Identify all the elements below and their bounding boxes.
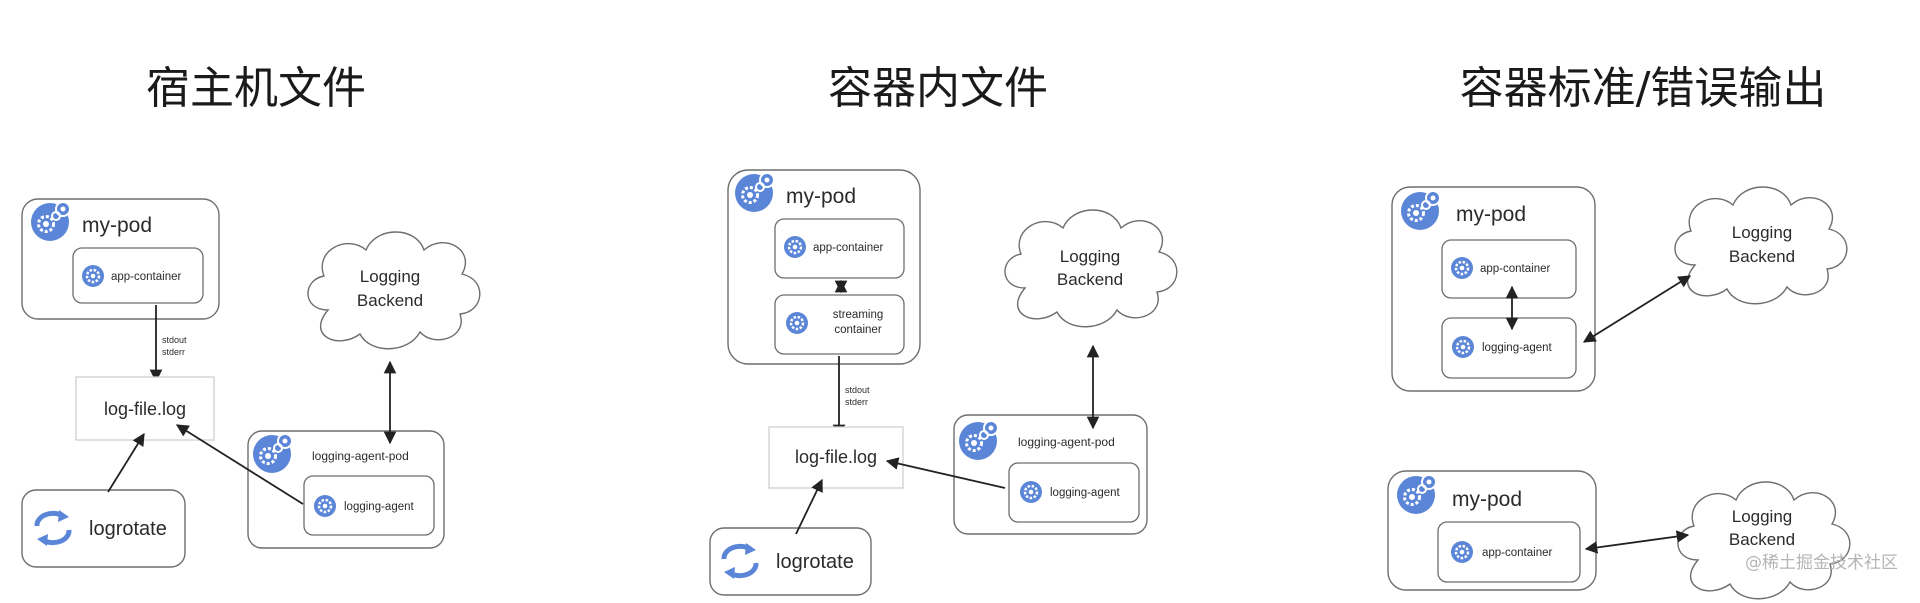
backend-label-line1: Logging xyxy=(1060,247,1121,266)
title-container-stdout: 容器标准/错误输出 xyxy=(1459,63,1827,114)
panel-host-file: my-pod app-container stdout stderr log-f… xyxy=(21,198,481,568)
stdout-label: stdout xyxy=(162,335,187,345)
my-pod-label: my-pod xyxy=(1456,203,1526,226)
logging-agent-pod-label: logging-agent-pod xyxy=(1018,435,1115,449)
title-host-file: 宿主机文件 xyxy=(146,63,366,114)
container-gear-icon xyxy=(1449,255,1475,281)
logrotate-box xyxy=(709,527,872,596)
backend-label-line1: Logging xyxy=(1732,507,1793,526)
backend-label-line2: Backend xyxy=(1729,530,1795,549)
cloud-icon xyxy=(1674,186,1848,305)
logrotate-box xyxy=(21,489,186,568)
app-container-label: app-container xyxy=(111,271,181,283)
app-container-box xyxy=(774,218,905,279)
streaming-label-line1: streaming xyxy=(833,309,884,321)
logrotate-label: logrotate xyxy=(89,518,167,540)
app-container-box xyxy=(1437,521,1581,583)
streaming-label-line2: container xyxy=(834,324,881,336)
panel-container-file: my-pod app-container streaming container… xyxy=(709,169,1178,596)
container-gear-icon xyxy=(80,263,106,289)
backend-label-line2: Backend xyxy=(1057,270,1123,289)
app-container-label: app-container xyxy=(813,242,883,254)
my-pod-label: my-pod xyxy=(82,214,152,237)
container-gear-icon xyxy=(1018,479,1044,505)
logrotate-arrow xyxy=(107,432,145,493)
agent-read-arrow xyxy=(885,457,1006,489)
backend-label-line1: Logging xyxy=(1732,223,1793,242)
backend-label-line2: Backend xyxy=(1729,247,1795,266)
agent-backend-arrow xyxy=(1582,275,1692,343)
app-container-label: app-container xyxy=(1480,263,1550,275)
log-file-label: log-file.log xyxy=(795,447,877,467)
stdout-label: stdout xyxy=(845,385,870,395)
log-file-box xyxy=(75,376,215,441)
agent-read-arrow xyxy=(175,424,304,505)
app-container-label: app-container xyxy=(1482,547,1552,559)
stderr-label: stderr xyxy=(845,397,868,407)
streaming-container-box xyxy=(774,294,905,355)
watermark: @稀土掘金技术社区 xyxy=(1745,553,1898,573)
logging-agent-label: logging-agent xyxy=(344,501,415,513)
my-pod-label: my-pod xyxy=(786,185,856,208)
logrotate-arrow xyxy=(795,478,823,535)
logging-agent-box xyxy=(303,475,435,536)
app-backend-arrow xyxy=(1584,530,1690,554)
title-container-file: 容器内文件 xyxy=(828,63,1048,114)
container-gear-icon xyxy=(782,234,808,260)
log-file-box xyxy=(768,426,904,489)
container-gear-icon xyxy=(312,493,338,519)
backend-label-line2: Backend xyxy=(357,291,423,310)
logging-agent-label: logging-agent xyxy=(1050,487,1121,499)
cloud-icon xyxy=(1004,209,1178,328)
app-container-box xyxy=(72,247,204,304)
stderr-label: stderr xyxy=(162,347,185,357)
logging-agent-box xyxy=(1008,462,1140,523)
logging-agent-pod-label: logging-agent-pod xyxy=(312,449,409,463)
log-file-label: log-file.log xyxy=(104,399,186,419)
panel-container-stdout: my-pod app-container logging-agent Loggi… xyxy=(1387,186,1851,600)
my-pod-label: my-pod xyxy=(1452,488,1522,511)
logrotate-label: logrotate xyxy=(776,551,854,573)
container-gear-icon xyxy=(784,310,810,336)
backend-label-line1: Logging xyxy=(360,267,421,286)
container-gear-icon xyxy=(1450,334,1476,360)
container-gear-icon xyxy=(1449,539,1475,565)
logging-agent-label: logging-agent xyxy=(1482,342,1553,354)
